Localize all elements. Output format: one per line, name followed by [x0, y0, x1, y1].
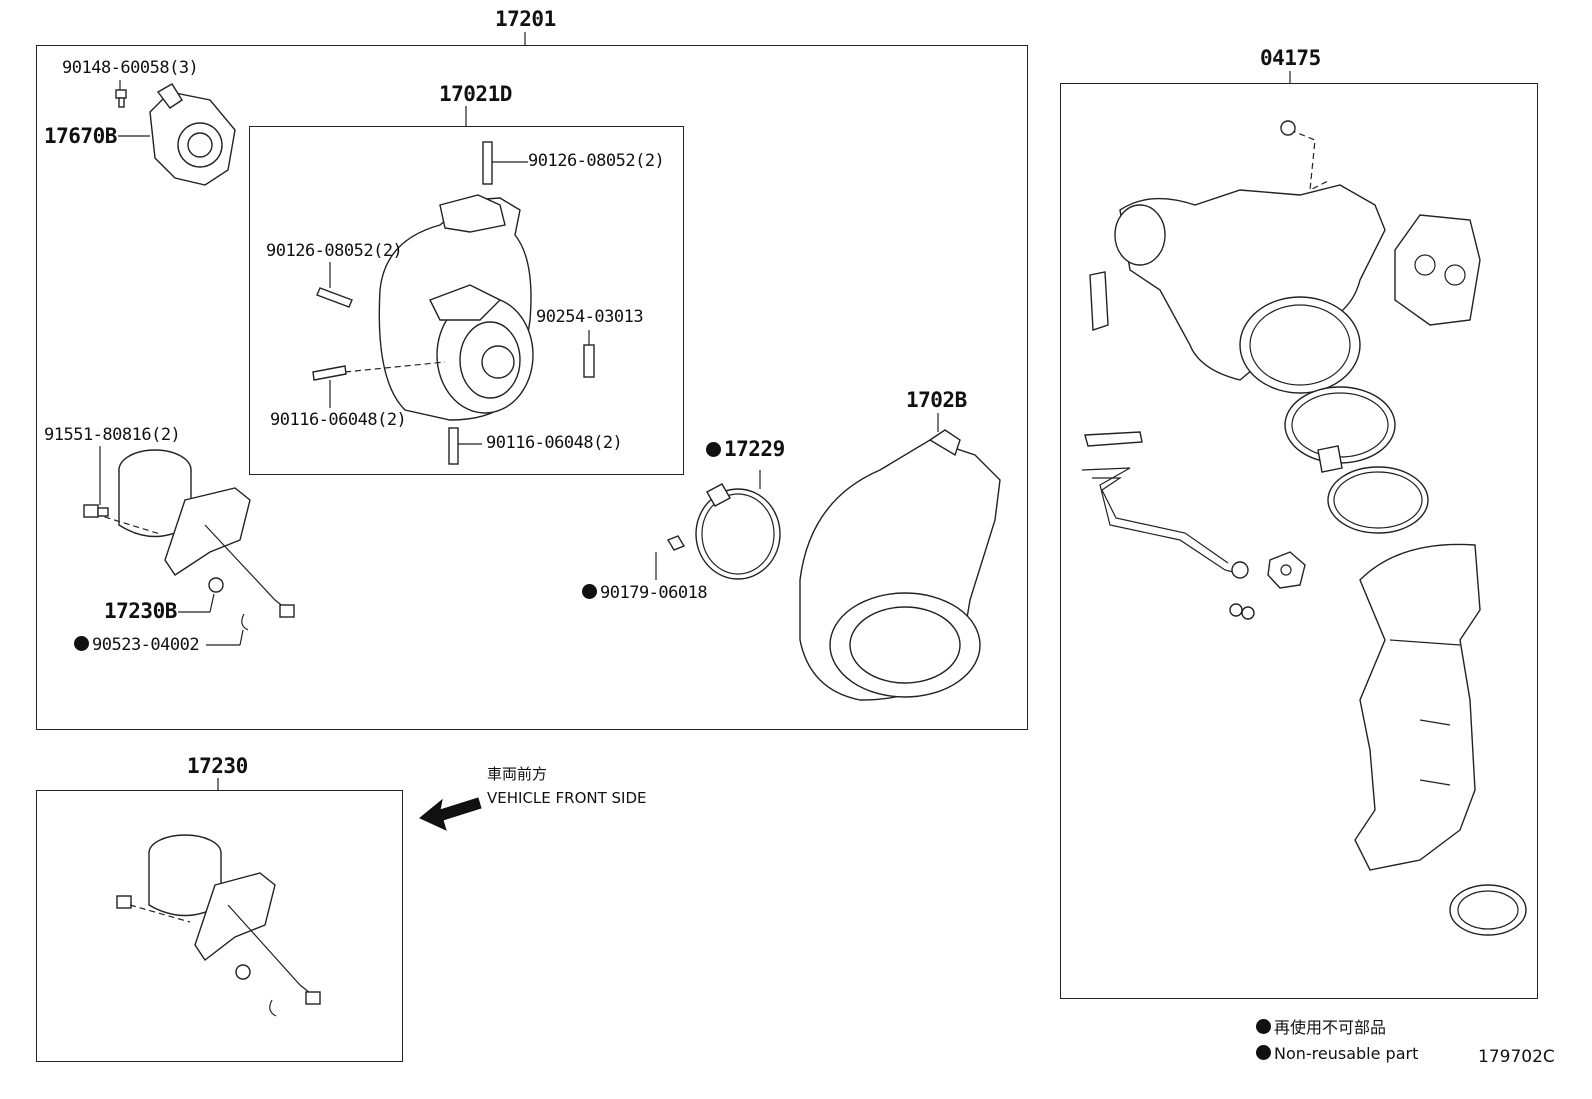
actuator-17230-frame: [36, 790, 403, 1062]
callout-90116-06048-left: 90116-06048(2): [270, 410, 407, 430]
callout-91551-80816: 91551-80816(2): [44, 425, 181, 445]
gasket-manifold-sketch: [1394, 214, 1481, 326]
callout-90126-08052-left: 90126-08052(2): [266, 241, 403, 261]
nut-90179-sketch: [655, 535, 686, 580]
actuator-17230-title: 17230: [187, 754, 248, 778]
legend-en-text: Non-reusable part: [1274, 1044, 1419, 1063]
stud-90126-left-sketch: [316, 262, 353, 308]
o-ring-sketch: [1327, 466, 1429, 534]
callout-90179-06018-text: 90179-06018: [600, 583, 708, 603]
diagram-code: 179702C: [1478, 1047, 1555, 1067]
callout-90523-04002: 90523-04002: [74, 635, 200, 655]
actuator-17230-sketch: [116, 834, 321, 1017]
vehicle-front-arrow-icon: [419, 797, 482, 831]
exhaust-gasket-ring-sketch: [1449, 884, 1527, 936]
gasket-kit-04175-title: 04175: [1260, 46, 1321, 70]
legend-jp-text: 再使用不可部品: [1274, 1018, 1387, 1037]
stud-90116-bottom-sketch: [448, 427, 482, 465]
cartridge-17021d-sketch: [344, 194, 534, 421]
non-reusable-dot-icon: [1256, 1019, 1271, 1034]
non-reusable-dot-icon: [1256, 1045, 1271, 1060]
callout-17670b: 17670B: [44, 124, 117, 148]
bolt-90148-sketch: [115, 80, 127, 108]
assembly-17201-frame: [36, 45, 1028, 730]
oil-pipe-sketch: [1081, 431, 1255, 620]
flange-gasket-sketch: [1267, 551, 1306, 589]
part-17670b-sketch: [118, 83, 236, 186]
callout-17229-text: 17229: [724, 437, 785, 461]
callout-90523-04002-text: 90523-04002: [92, 635, 200, 655]
v-band-clamp-sketch: [1284, 386, 1396, 473]
direction-label-jp: 車両前方: [487, 765, 548, 783]
callout-90254-03013: 90254-03013: [536, 307, 644, 327]
cartridge-17021d-title: 17021D: [439, 82, 512, 106]
turbo-housing-04175-sketch: [1114, 120, 1386, 394]
non-reusable-dot-icon: [582, 584, 597, 599]
clamp-17229-sketch: [695, 470, 781, 580]
callout-90179-06018: 90179-06018: [582, 583, 708, 603]
catalytic-converter-sketch: [1354, 543, 1481, 871]
callout-90126-08052-top: 90126-08052(2): [528, 151, 665, 171]
callout-90116-06048-bottom: 90116-06048(2): [486, 433, 623, 453]
legend-en: Non-reusable part: [1256, 1045, 1418, 1062]
callout-17229: 17229: [706, 439, 785, 460]
gasket-small-strip-sketch: [1089, 271, 1109, 331]
callout-90148-60058: 90148-60058(3): [62, 58, 199, 78]
stud-90126-top-sketch: [482, 141, 528, 185]
clip-90523-sketch: [206, 613, 249, 646]
pin-90254-sketch: [583, 330, 595, 378]
assembly-17201-title: 17201: [495, 7, 556, 31]
legend-jp: 再使用不可部品: [1256, 1019, 1386, 1036]
non-reusable-dot-icon: [74, 636, 89, 651]
bolt-91551-sketch: [83, 446, 109, 518]
callout-1702b: 1702B: [906, 388, 967, 412]
callout-17230b: 17230B: [104, 599, 177, 623]
direction-label-en: VEHICLE FRONT SIDE: [487, 789, 647, 807]
stud-90116-left-sketch: [312, 365, 347, 408]
actuator-17230b-sketch: [94, 449, 295, 618]
cartridge-17021d-frame: [249, 126, 684, 475]
housing-1702b-sketch: [799, 413, 1001, 701]
non-reusable-dot-icon: [706, 442, 721, 457]
gasket-kit-04175-frame: [1060, 83, 1538, 999]
